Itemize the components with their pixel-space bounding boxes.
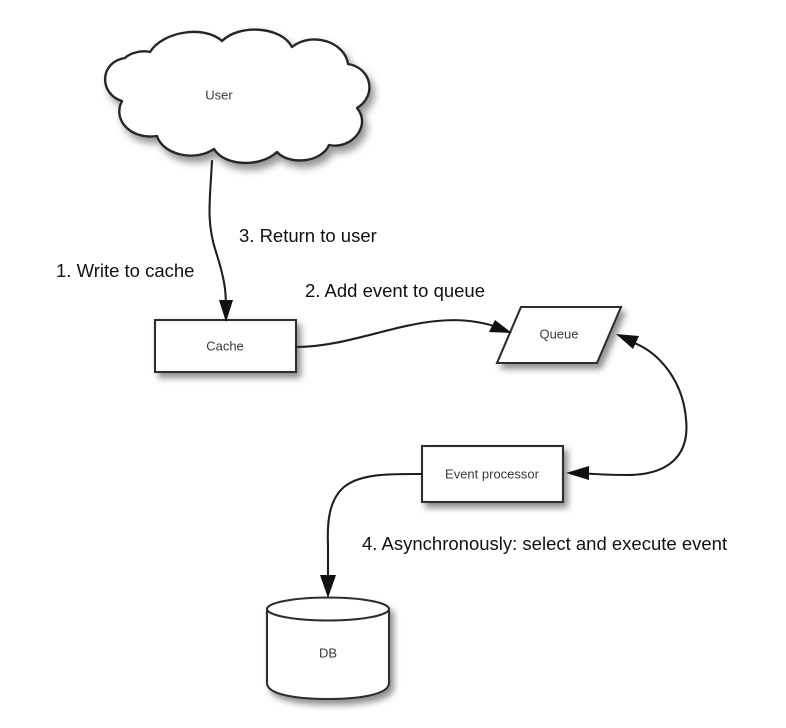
node-db-label: DB xyxy=(319,645,337,660)
node-queue-label: Queue xyxy=(539,326,578,341)
node-user[interactable]: User xyxy=(103,28,371,165)
node-event-processor[interactable]: Event processor xyxy=(420,444,565,504)
step-label-4: 4. Asynchronously: select and execute ev… xyxy=(362,533,727,554)
queue-parallelogram-shape xyxy=(495,305,623,365)
edge-cache-to-queue xyxy=(294,319,512,349)
edge-queue-to-event-processor xyxy=(566,334,688,480)
edge-event-processor-to-db-arrowhead xyxy=(320,575,336,598)
step-label-1: 1. Write to cache xyxy=(56,260,194,281)
edge-user-to-cache xyxy=(208,159,233,322)
edge-cache-to-queue-arrowhead xyxy=(489,320,512,333)
db-cylinder-top-shape xyxy=(265,596,391,622)
step-label-2: 2. Add event to queue xyxy=(305,280,485,301)
step-label-3: 3. Return to user xyxy=(239,225,377,246)
cloud-shape xyxy=(103,28,371,165)
node-cache[interactable]: Cache xyxy=(153,318,298,374)
node-user-label: User xyxy=(205,87,233,102)
edge-event-processor-arrowhead xyxy=(566,466,589,480)
node-event-processor-label: Event processor xyxy=(445,466,540,481)
edge-event-processor-to-db xyxy=(320,472,424,598)
node-queue[interactable]: Queue xyxy=(495,305,623,365)
edge-queue-arrowhead xyxy=(616,334,639,349)
edge-user-to-cache-arrowhead xyxy=(219,300,233,322)
edge-event-processor-to-db-line xyxy=(326,472,424,585)
edge-user-to-cache-line xyxy=(208,159,228,310)
node-db[interactable]: DB xyxy=(265,596,391,701)
cache-box-shape xyxy=(153,318,298,374)
edge-cache-to-queue-line xyxy=(294,319,502,349)
node-cache-label: Cache xyxy=(206,338,244,353)
edge-queue-to-event-processor-line xyxy=(578,339,688,477)
db-cylinder-body-shape xyxy=(265,607,391,701)
